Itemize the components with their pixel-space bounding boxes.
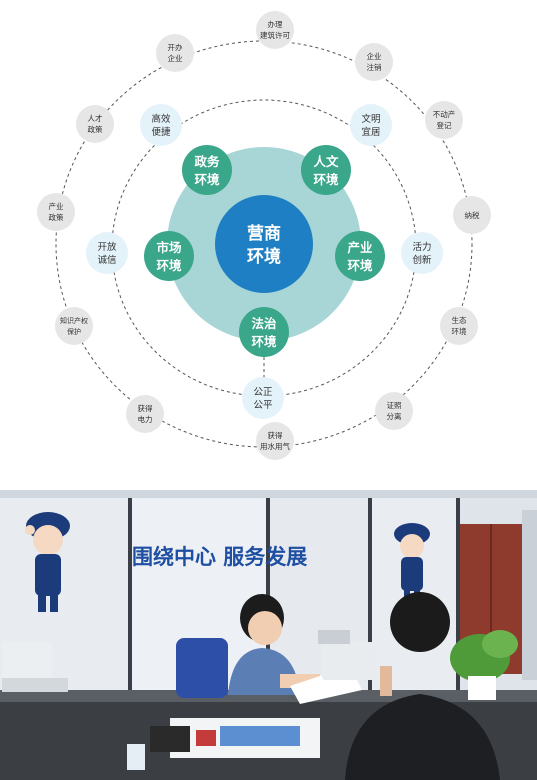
svg-text:便捷: 便捷: [151, 126, 171, 138]
core-node-zhengwu: 政务 环境: [182, 145, 232, 195]
core-node-fazhi: 法治 环境: [239, 307, 289, 357]
svg-text:登记: 登记: [437, 120, 452, 130]
outer-node-dianli: 获得 电力: [126, 395, 164, 433]
svg-text:人才: 人才: [88, 113, 103, 123]
outer-node-qiyezhuxiao: 企业 注销: [355, 43, 393, 81]
svg-text:文明: 文明: [361, 113, 380, 125]
svg-text:获得: 获得: [268, 430, 283, 440]
svg-text:法治: 法治: [251, 316, 277, 331]
svg-text:证照: 证照: [387, 401, 402, 410]
svg-text:环境: 环境: [313, 172, 339, 187]
visitor: [345, 592, 500, 780]
svg-text:纳税: 纳税: [465, 210, 480, 220]
banner-slogan: 围绕中心 服务发展: [132, 545, 307, 569]
outer-node-zhengzhao: 证照 分离: [375, 392, 413, 430]
svg-text:公正: 公正: [253, 387, 273, 398]
pen-holder: [150, 726, 190, 752]
svg-text:环境: 环境: [251, 334, 277, 349]
red-stamp-box: [196, 730, 216, 746]
svg-text:政务: 政务: [194, 154, 220, 169]
outer-node-zhishi: 知识产权 保护: [55, 307, 93, 345]
svg-text:诚信: 诚信: [97, 254, 116, 266]
core-node-shichang: 市场 环境: [144, 231, 194, 281]
svg-text:政策: 政策: [49, 212, 64, 222]
outer-node-banli: 办理 建筑许可: [256, 11, 294, 49]
svg-text:用水用气: 用水用气: [260, 441, 290, 451]
svg-text:市场: 市场: [156, 240, 181, 255]
svg-text:环境: 环境: [156, 258, 182, 273]
service-hall-photo: 围绕中心 服务发展: [0, 490, 537, 780]
outer-node-kaiban: 开办 企业: [156, 34, 194, 72]
outer-node-chanyezhengce: 产业 政策: [37, 193, 75, 231]
cartoon-officer-left: [25, 512, 70, 612]
svg-text:生态: 生态: [452, 315, 467, 325]
office-chair: [176, 638, 228, 698]
svg-text:政策: 政策: [88, 124, 103, 134]
center-node: 营商 环境: [215, 195, 313, 293]
svg-text:环境: 环境: [194, 172, 220, 187]
middle-node-huoli: 活力 创新: [401, 232, 443, 274]
svg-text:高效: 高效: [151, 113, 171, 125]
potted-plant: [450, 630, 518, 700]
outer-node-rencai: 人才 政策: [76, 105, 114, 143]
core-node-chanye: 产业 环境: [335, 231, 385, 281]
water-bottle: [127, 744, 145, 770]
svg-text:企业: 企业: [168, 53, 183, 63]
svg-text:开放: 开放: [97, 241, 117, 253]
middle-node-wenming: 文明 宜居: [350, 104, 392, 146]
outer-node-nashui: 纳税: [453, 196, 491, 234]
svg-text:注销: 注销: [367, 62, 382, 72]
svg-text:获得: 获得: [138, 403, 153, 413]
outer-node-yongshui: 获得 用水用气: [256, 422, 294, 460]
svg-text:宜居: 宜居: [361, 126, 380, 138]
svg-text:知识产权: 知识产权: [60, 316, 88, 325]
svg-text:开办: 开办: [168, 42, 183, 52]
svg-text:活力: 活力: [412, 241, 431, 253]
middle-node-gaoxiao: 高效 便捷: [140, 104, 182, 146]
core-node-renwen: 人文 环境: [301, 145, 351, 195]
cartoon-officer-right: [394, 523, 430, 604]
center-line2: 环境: [247, 246, 281, 267]
svg-text:企业: 企业: [367, 51, 382, 61]
svg-text:办理: 办理: [268, 19, 283, 29]
svg-text:产业: 产业: [49, 201, 64, 211]
left-printer: [2, 642, 68, 692]
desk-printer: [318, 630, 376, 680]
svg-text:创新: 创新: [412, 254, 432, 266]
outer-node-shengtai: 生态 环境: [440, 307, 478, 345]
svg-text:电力: 电力: [138, 414, 153, 424]
svg-text:产业: 产业: [347, 240, 373, 255]
business-environment-diagram: 营商 环境 政务 环境 人文 环境 市场 环境 产业 环境 法治 环境 高效 便…: [37, 11, 491, 460]
outer-node-budongchan: 不动产 登记: [425, 101, 463, 139]
svg-text:保护: 保护: [67, 327, 81, 336]
svg-text:分离: 分离: [387, 411, 402, 421]
svg-text:建筑许可: 建筑许可: [260, 30, 290, 40]
svg-text:公平: 公平: [253, 400, 273, 411]
middle-node-gongzheng: 公正 公平: [242, 377, 284, 419]
svg-text:环境: 环境: [452, 326, 467, 336]
middle-node-kaifang: 开放 诚信: [86, 232, 128, 274]
svg-text:不动产: 不动产: [433, 109, 456, 119]
svg-text:人文: 人文: [313, 154, 339, 169]
center-line1: 营商: [247, 223, 281, 244]
svg-text:环境: 环境: [347, 258, 373, 273]
clerk: [228, 594, 320, 695]
